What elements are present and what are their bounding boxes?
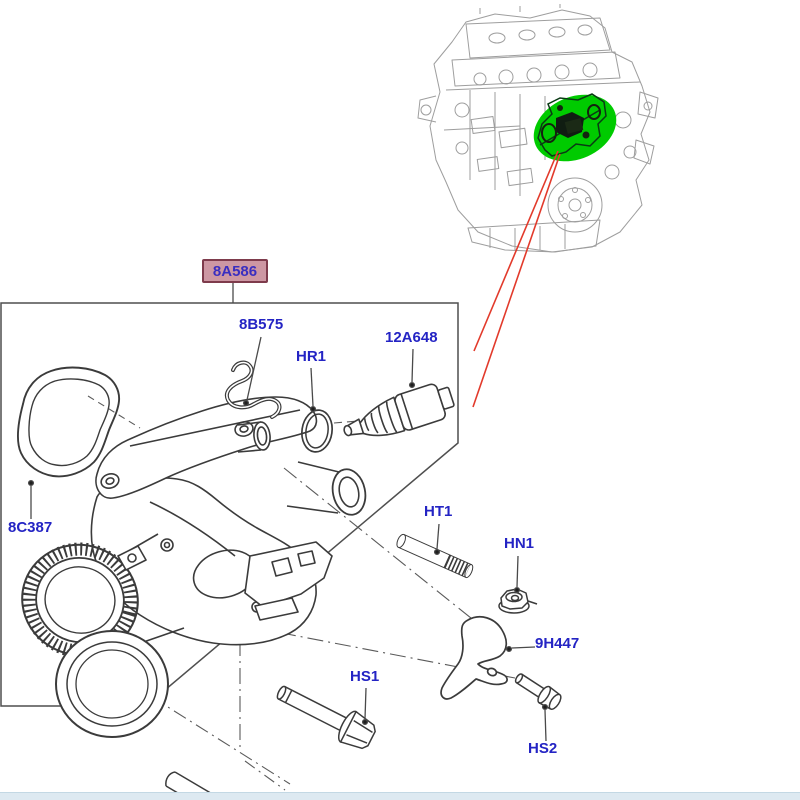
page-bottom-strip xyxy=(0,792,800,800)
callout-8b575[interactable]: 8B575 xyxy=(239,316,284,333)
part-gasket-8c387 xyxy=(16,366,121,478)
part-bolt-hs1 xyxy=(276,685,376,750)
callout-leader-lines xyxy=(27,336,549,742)
callout-hn1[interactable]: HN1 xyxy=(504,535,535,552)
callout-hr1[interactable]: HR1 xyxy=(296,348,327,365)
part-oring-hr1 xyxy=(301,409,333,453)
part-stud-ht1 xyxy=(396,533,474,579)
callout-12a648[interactable]: 12A648 xyxy=(385,329,438,346)
part-thermostat-housing-assembly xyxy=(21,396,367,738)
callout-hs1[interactable]: HS1 xyxy=(350,668,380,685)
callout-9h447[interactable]: 9H447 xyxy=(535,635,580,652)
callout-hs2[interactable]: HS2 xyxy=(528,740,558,757)
part-nut-hn1 xyxy=(498,588,538,614)
engine-highlight xyxy=(533,93,617,162)
part-bracket-9h447 xyxy=(440,616,508,700)
assembly-callout-8a586[interactable]: 8A586 xyxy=(202,259,268,283)
parts-box-outline xyxy=(0,302,459,707)
callout-8c387[interactable]: 8C387 xyxy=(8,519,53,536)
callout-ht1[interactable]: HT1 xyxy=(424,503,453,520)
zoom-leader-lines xyxy=(472,150,561,408)
engine-overview-illustration xyxy=(417,4,659,253)
part-bolt-hs2 xyxy=(514,673,562,711)
part-sensor-12a648 xyxy=(343,383,455,437)
part-clip-8b575 xyxy=(224,360,282,419)
